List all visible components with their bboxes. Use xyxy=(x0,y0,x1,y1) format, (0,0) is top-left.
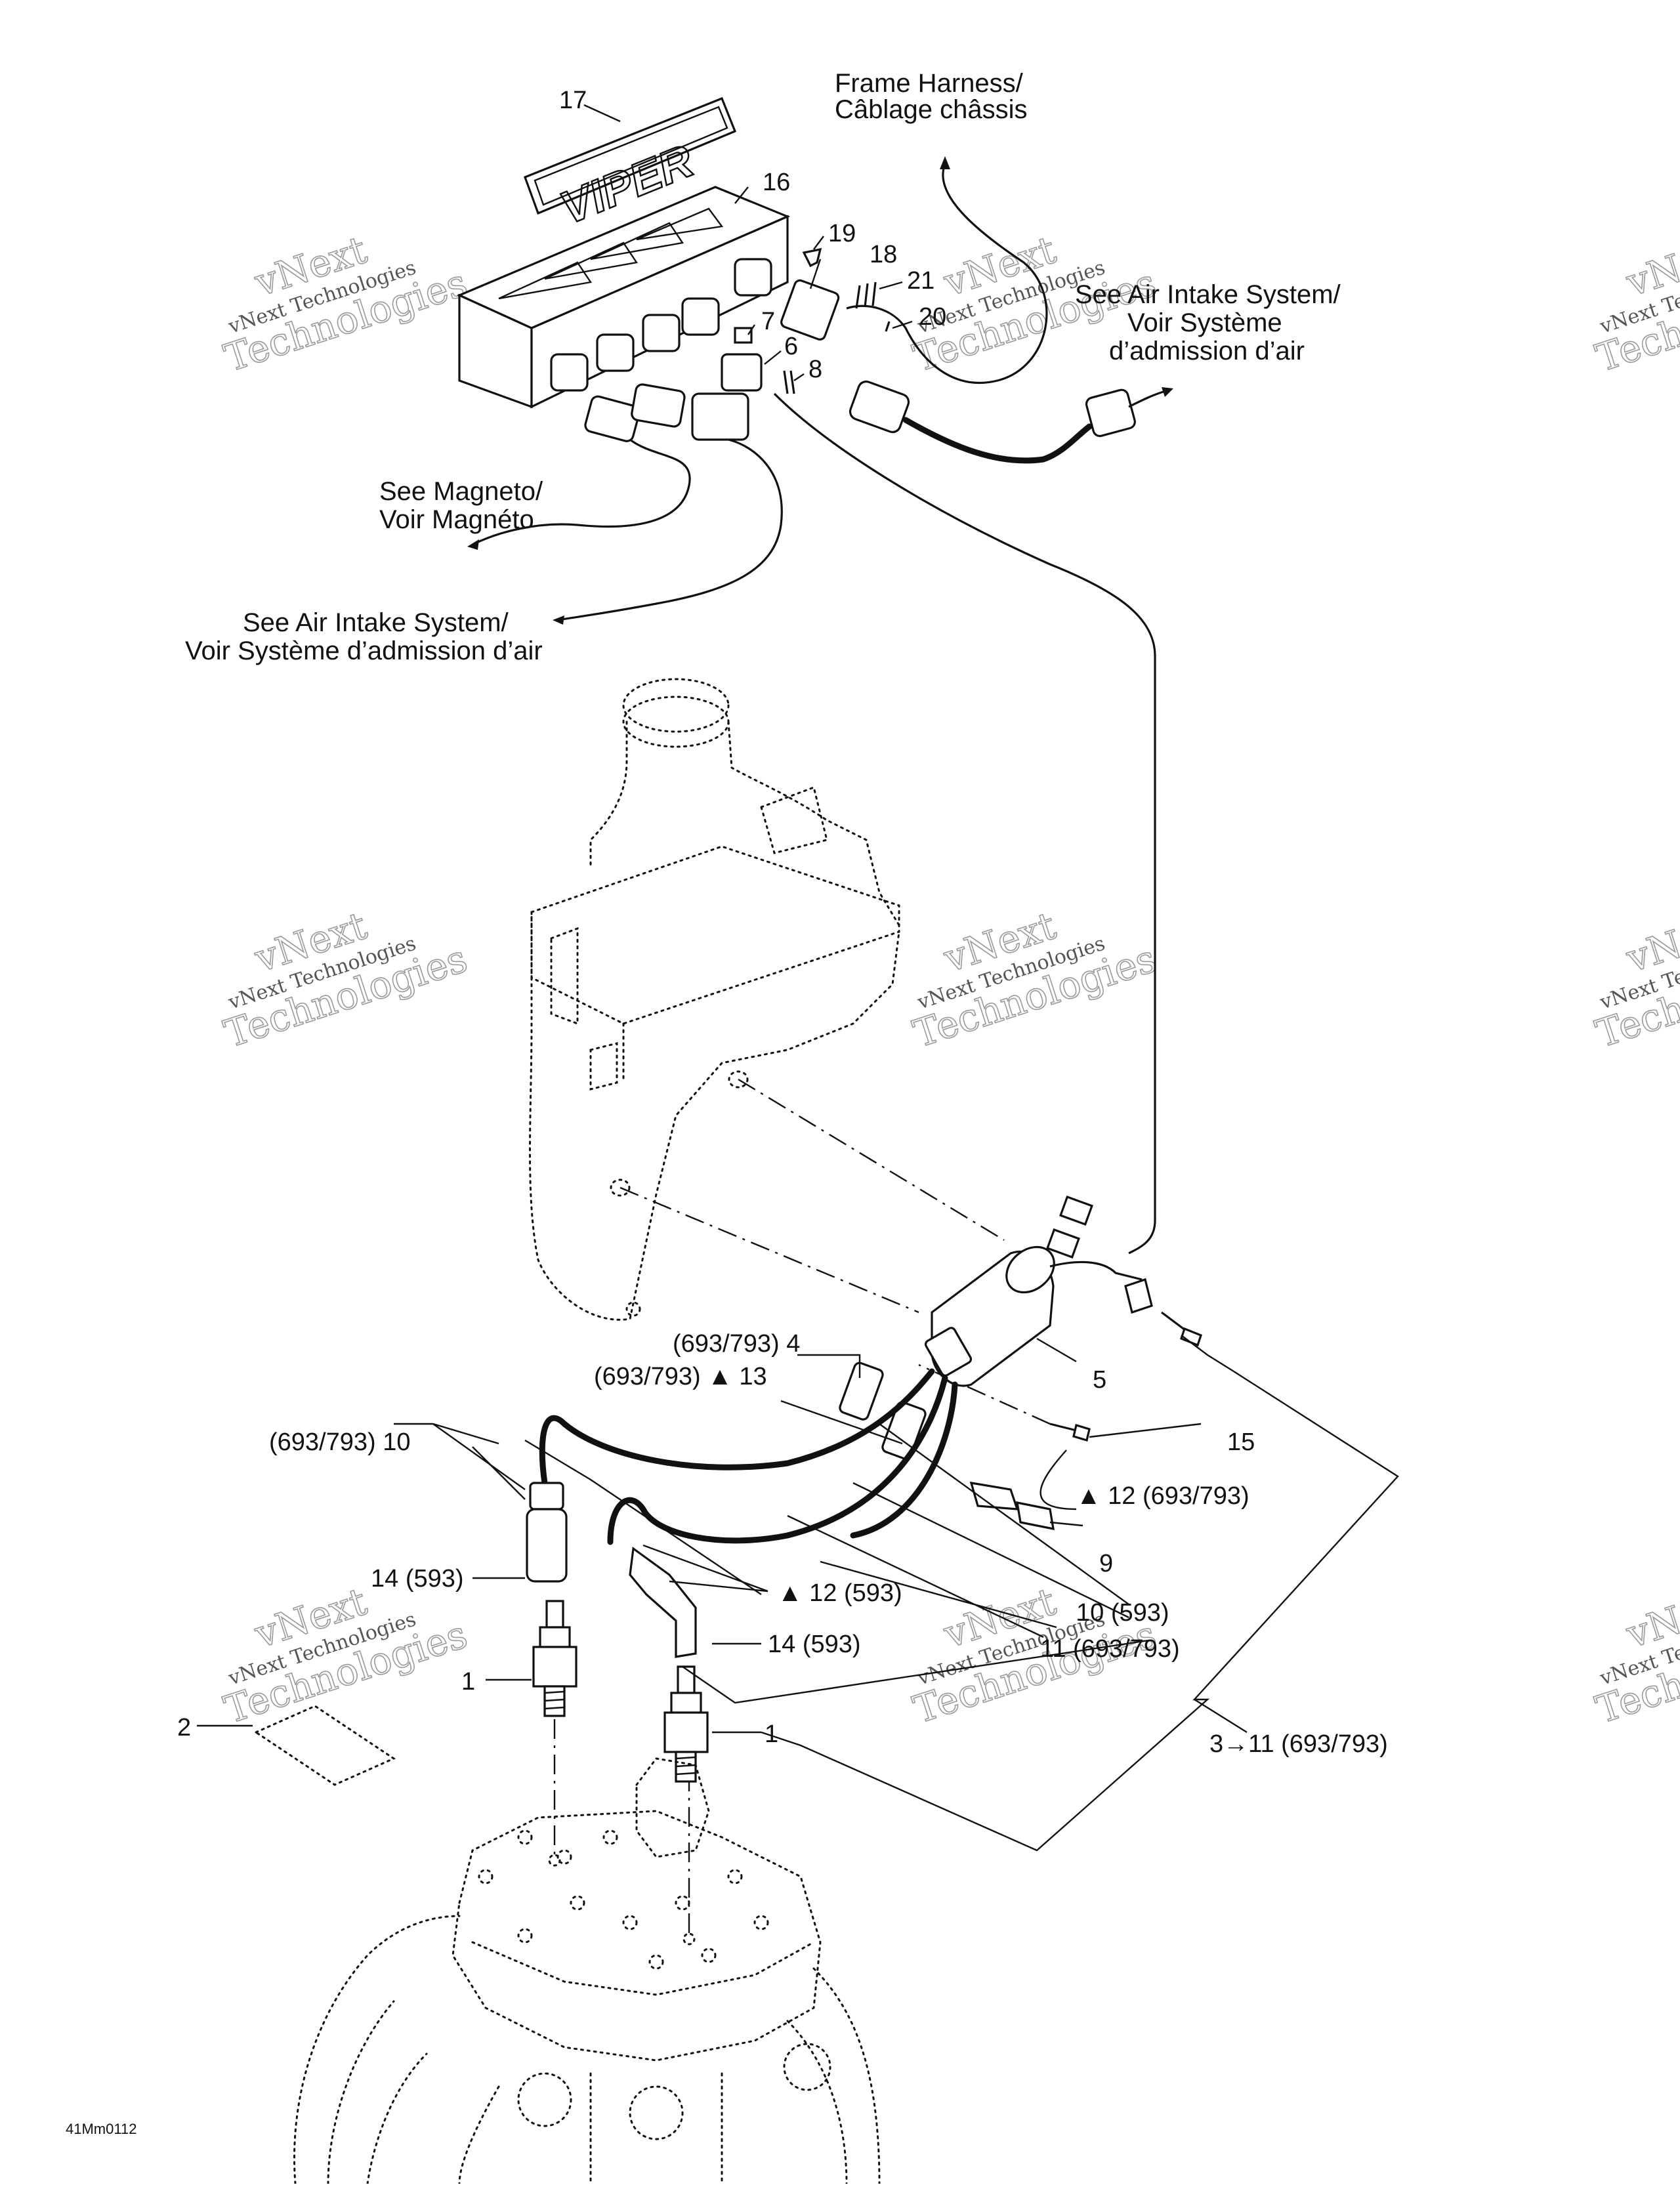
engine xyxy=(293,1757,881,2185)
part-label-15: 15 xyxy=(1227,1428,1255,1456)
part-label-8: 8 xyxy=(808,356,822,383)
part-label-12-right: ▲ 12 (693/793) xyxy=(1076,1482,1250,1510)
part-label-21: 21 xyxy=(907,267,934,295)
oil-tank xyxy=(529,678,900,1321)
part-label-1-right: 1 xyxy=(765,1720,778,1748)
part-label-14-left: 14 (593) xyxy=(371,1565,464,1593)
ecu-module-16 xyxy=(457,186,791,409)
spark-plug-left xyxy=(532,1600,578,1717)
reference-code: 41Mm0112 xyxy=(66,2121,136,2137)
watermarks: vNext vNext Technologies Technologies vN… xyxy=(219,227,1680,1733)
watermark: vNext vNext Technologies Technologies xyxy=(908,903,1162,1057)
part-label-11: 11 (693/793) xyxy=(1040,1635,1180,1663)
center-lines xyxy=(553,1078,1051,1936)
air-intake-left-label-fr: Voir Système d’admission d’air xyxy=(185,636,543,665)
frame-harness-label: Frame Harness/ xyxy=(835,69,1024,98)
watermark: vNext vNext Technologies Technologies xyxy=(1590,227,1680,381)
connector-9 xyxy=(969,1482,1055,1531)
part-label-9: 9 xyxy=(1099,1550,1113,1577)
magneto-label-fr: Voir Magnéto xyxy=(379,505,534,534)
part-label-5: 5 xyxy=(1093,1366,1106,1394)
connectors-upper xyxy=(584,247,1136,442)
watermark: vNext vNext Technologies Technologies xyxy=(1590,1579,1680,1733)
wires-upper xyxy=(467,156,1173,1255)
part-label-10-593: 10 (593) xyxy=(1076,1599,1169,1627)
part-label-18: 18 xyxy=(870,241,897,268)
sleeves-4-13 xyxy=(839,1362,927,1460)
part-label-20: 20 xyxy=(919,303,946,331)
watermark: vNext vNext Technologies Technologies xyxy=(219,903,473,1057)
watermark: vNext vNext Technologies Technologies xyxy=(219,227,473,381)
labels: Frame Harness/ Câblage châssis See Air I… xyxy=(66,69,1388,2137)
part-label-19: 19 xyxy=(828,220,856,247)
part-label-13: (693/793) ▲ 13 xyxy=(594,1363,767,1390)
part-label-17: 17 xyxy=(559,87,587,114)
frame-harness-label-fr: Câblage châssis xyxy=(835,95,1028,124)
air-intake-top-label: See Air Intake System/ xyxy=(1075,280,1341,309)
spark-plug-right xyxy=(663,1665,709,1783)
part-label-14-mid: 14 (593) xyxy=(768,1631,861,1658)
air-intake-top-label-2: Voir Système xyxy=(1127,308,1282,337)
part-label-1-left: 1 xyxy=(461,1668,475,1696)
watermark: vNext vNext Technologies Technologies xyxy=(1590,903,1680,1057)
magneto-label: See Magneto/ xyxy=(379,477,543,506)
air-intake-left-label: See Air Intake System/ xyxy=(243,608,509,637)
part-label-6: 6 xyxy=(784,333,798,360)
decal-2 xyxy=(253,1705,396,1786)
part-label-10-top: (693/793) 10 xyxy=(269,1428,411,1456)
ht-leads xyxy=(526,1368,958,1658)
part-label-range: 3→11 (693/793) xyxy=(1209,1730,1388,1758)
part-label-2: 2 xyxy=(177,1714,191,1741)
part-label-4: (693/793) 4 xyxy=(673,1330,800,1358)
ignition-coil-5 xyxy=(924,1196,1202,1442)
part-label-16: 16 xyxy=(763,169,790,196)
leader-lines xyxy=(197,104,1399,1852)
part-label-7: 7 xyxy=(761,308,775,335)
part-label-12-mid: ▲ 12 (593) xyxy=(778,1579,902,1607)
air-intake-top-label-3: d’admission d’air xyxy=(1109,337,1305,365)
